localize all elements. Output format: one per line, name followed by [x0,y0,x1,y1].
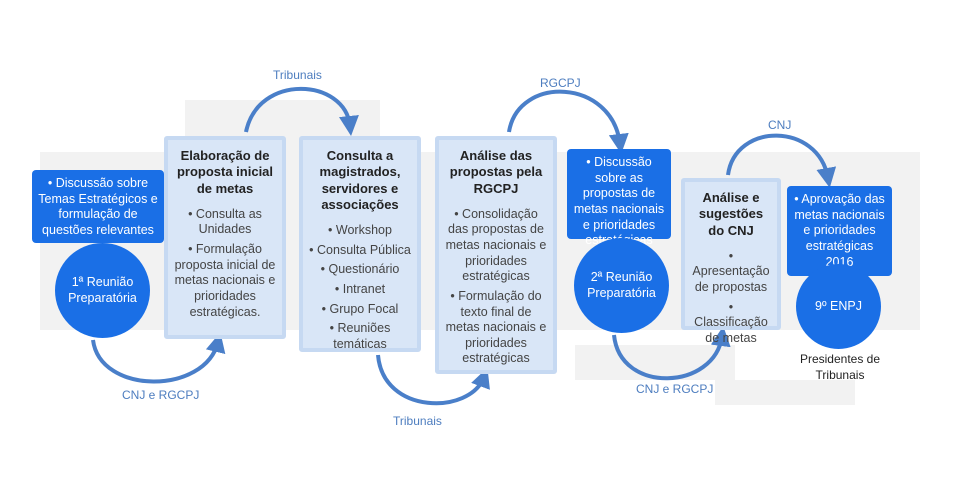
step7-circle-label: 9º ENPJ [815,298,862,313]
arrow-label-tribunais: Tribunais [393,414,442,428]
step3-item: • Questionário [320,262,400,277]
arrow-step1-to-step2 [91,332,226,384]
arrow-label-rgcpj: RGCPJ [540,76,581,90]
step3-title: Consulta a magistrados, servidores e ass… [319,148,401,212]
step5-circle: 2ª Reunião Preparatória [574,238,669,333]
arrow-label-cnj-rgcpj: CNJ e RGCPJ [636,382,714,396]
step3-box: Consulta a magistrados, servidores e ass… [299,136,421,352]
step3-item: • Consulta Pública [309,242,411,257]
step2-title: Elaboração de proposta inicial de metas [176,148,274,196]
step4-item: • Formulação do texto final de metas nac… [445,288,547,366]
step3-item: • Reuniões temáticas [329,321,391,351]
step7-bullet-box: • Aprovação das metas nacionais e priori… [787,186,892,276]
step1-circle-label: 1ª Reunião Preparatória [68,274,137,305]
step6-item: • Classificação de metas [694,299,768,345]
step3-item: • Intranet [334,281,386,296]
step4-item: • Consolidação das propostas de metas na… [445,206,547,284]
step3-item: • Grupo Focal [321,301,399,316]
arrow-step2-to-step3 [244,86,359,136]
step1-bullet-box: • Discussão sobre Temas Estratégicos e f… [32,170,164,243]
arrow-label-cnj: CNJ [768,118,792,132]
arrow-label-tribunais: Tribunais [273,68,322,82]
step2-item: • Formulação proposta inicial de metas n… [174,242,276,319]
arrow-step3-to-step4 [376,354,490,406]
background-band [715,380,855,405]
step6-item: • Apresentação de propostas [692,248,770,294]
arrow-step5-to-step6 [612,326,731,381]
step3-item: • Workshop [328,223,392,237]
step5-bullet-box: • Discussão sobre as propostas de metas … [567,149,671,247]
step2-item: • Consulta as Unidades [188,206,262,237]
step4-title: Análise das propostas pela RGCPJ [449,148,543,196]
step7-note: Presidentes de Tribunais [799,352,881,382]
step2-box: Elaboração de proposta inicial de metas … [164,136,286,339]
step1-circle: 1ª Reunião Preparatória [55,243,150,338]
step1-bullet: • Discussão sobre Temas Estratégicos e f… [38,176,158,237]
step5-circle-label: 2ª Reunião Preparatória [587,269,656,300]
arrow-step6-to-step7 [726,133,837,188]
arrow-label-cnj-rgcpj: CNJ e RGCPJ [122,388,200,402]
step7-bullet: • Aprovação das metas nacionais e priori… [794,192,885,269]
step6-title: Análise e sugestões do CNJ [698,190,764,238]
arrow-step4-to-step5 [507,89,629,154]
step6-box: Análise e sugestões do CNJ • Apresentaçã… [681,178,781,345]
step7-circle: 9º ENPJ [796,264,881,349]
step4-box: Análise das propostas pela RGCPJ • Conso… [435,136,557,374]
step5-bullet: • Discussão sobre as propostas de metas … [573,155,665,247]
